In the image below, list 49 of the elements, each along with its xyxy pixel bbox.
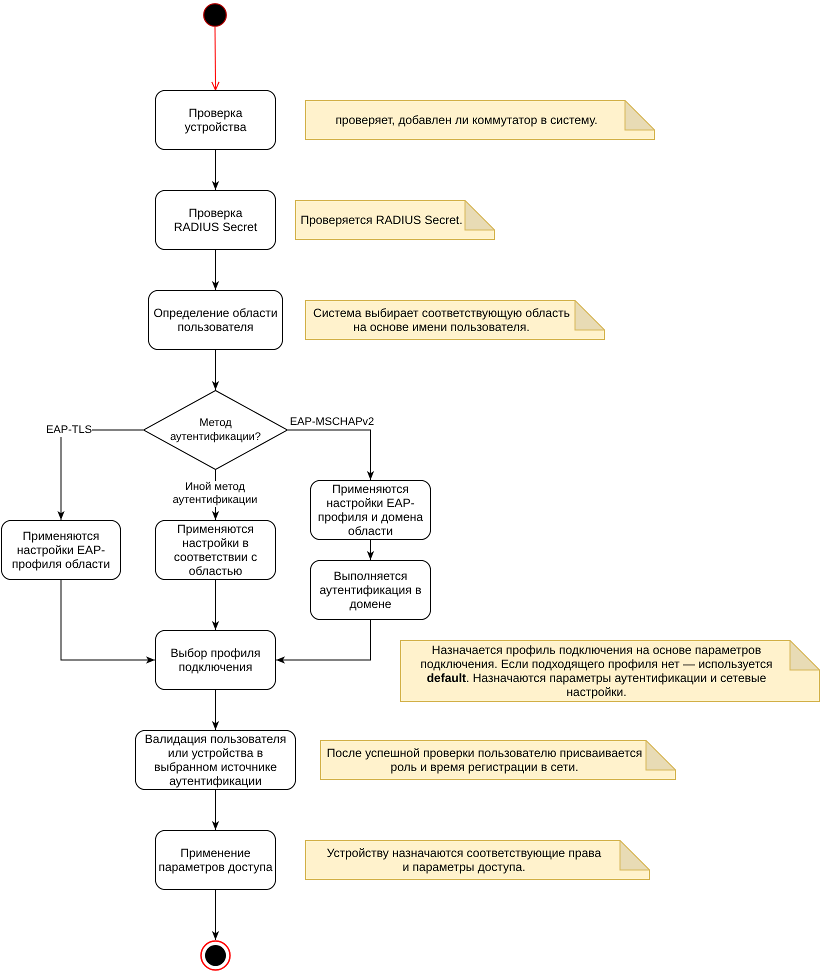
arrow bbox=[366, 540, 374, 560]
arrow bbox=[288, 430, 374, 480]
process-box bbox=[310, 560, 431, 620]
step-label: Выбор профиля подключения bbox=[169, 646, 262, 674]
process-box bbox=[155, 630, 276, 690]
process-box bbox=[155, 830, 276, 890]
step-label: Применяются настройки в соответствии с областью bbox=[172, 522, 258, 578]
note bbox=[305, 300, 605, 340]
process-box bbox=[310, 480, 431, 540]
arrow bbox=[212, 690, 220, 730]
step-label: Выполняется аутентификация в домене bbox=[318, 569, 422, 611]
step-label: Применение параметров доступа bbox=[157, 846, 274, 874]
arrow bbox=[60, 580, 156, 664]
arrow bbox=[211, 26, 220, 91]
step-label: Определение области пользователя bbox=[152, 306, 279, 334]
step-label: Валидация пользователя или устройства в выбранном источнике аутентификации bbox=[144, 732, 288, 788]
arrow bbox=[212, 150, 220, 190]
process-box bbox=[135, 730, 296, 790]
process-box bbox=[148, 290, 283, 350]
step-label: Проверка RADIUS Secret bbox=[172, 206, 258, 234]
start-node bbox=[203, 3, 227, 27]
note-text: Назначается профиль подключения на основе параметров подключения. Если подходящего профиля нет — используется default. Назначаются параметры аутентификации и сетевые настройки. bbox=[419, 643, 774, 699]
note-text: Устройству назначаются соответствующие права и параметры доступа. bbox=[326, 846, 602, 874]
arrow bbox=[212, 350, 220, 390]
step-label: Проверка устройства bbox=[184, 106, 248, 134]
note-text: Проверяется RADIUS Secret. bbox=[300, 213, 463, 227]
process-box bbox=[155, 190, 276, 250]
arrow bbox=[276, 620, 371, 664]
step-label: Применяются настройки EAP-профиля области bbox=[10, 529, 112, 571]
arrow bbox=[212, 790, 220, 830]
note-text: Система выбирает соответствующую область на основе имени пользователя. bbox=[312, 306, 571, 334]
process-box bbox=[155, 90, 276, 150]
note bbox=[305, 100, 655, 140]
process-box bbox=[155, 520, 276, 580]
note-text: После успешной проверки пользователю присваивается роль и время регистрации в сети. bbox=[326, 746, 644, 774]
process-box bbox=[1, 520, 121, 580]
note-text: проверяет, добавлен ли коммутатор в систему. bbox=[335, 113, 598, 127]
end-node bbox=[200, 940, 231, 971]
note bbox=[305, 840, 650, 880]
decision-diamond bbox=[143, 390, 288, 470]
note bbox=[400, 640, 820, 702]
step-label: Применяются настройки EAP-профиля и домена области bbox=[316, 482, 424, 538]
decision-label: Метод аутентификации? bbox=[169, 416, 262, 444]
arrow bbox=[212, 890, 220, 940]
arrow bbox=[212, 580, 220, 630]
note bbox=[320, 740, 676, 780]
arrow bbox=[212, 250, 220, 290]
edge-label: EAP-TLS bbox=[46, 424, 92, 436]
note bbox=[295, 200, 495, 240]
